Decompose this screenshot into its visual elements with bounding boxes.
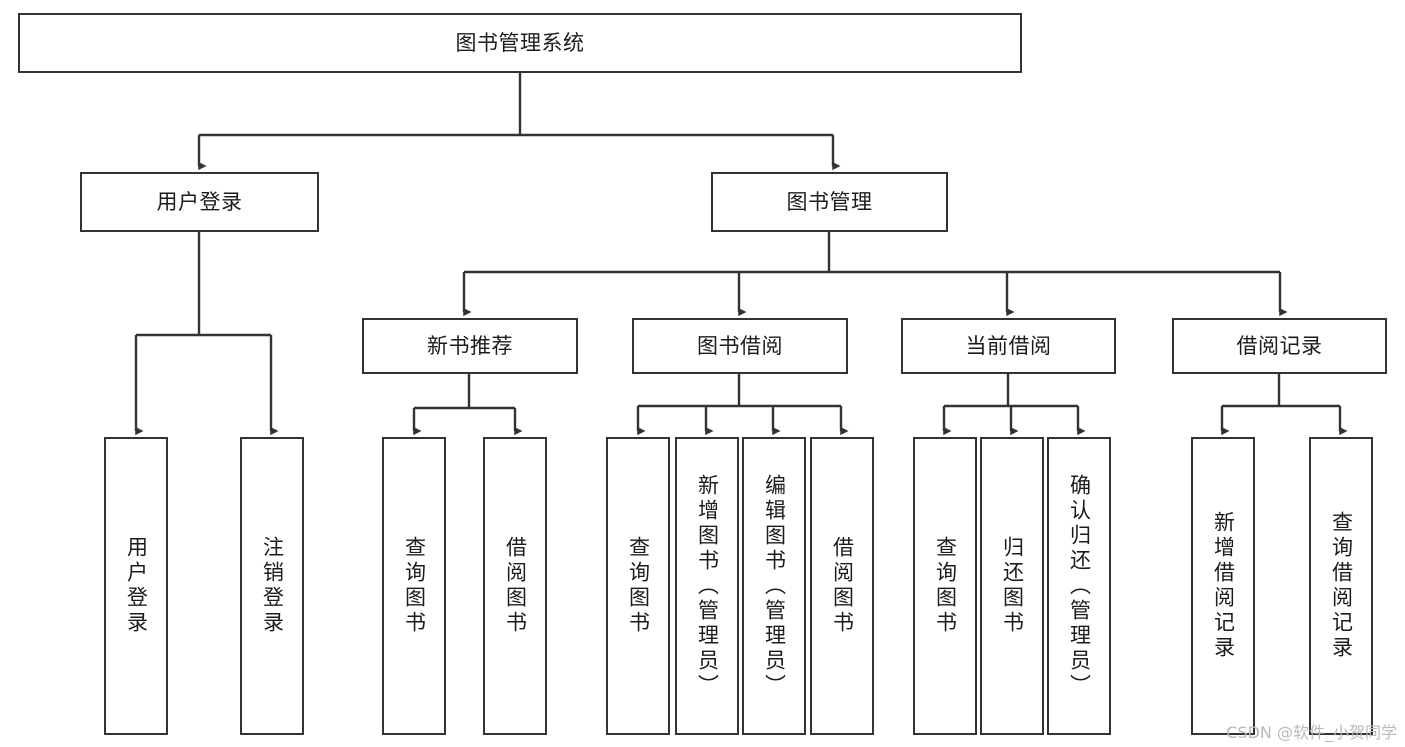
node-borrow-record[interactable]: 借阅记录 [1172, 318, 1387, 374]
node-label: 注销登录 [260, 536, 285, 636]
node-label: 用户登录 [156, 189, 243, 214]
node-label: 当前借阅 [965, 333, 1052, 358]
node-current-borrow[interactable]: 当前借阅 [901, 318, 1116, 374]
node-label: 查询图书 [933, 536, 958, 636]
node-label: 新增借阅记录 [1211, 511, 1236, 661]
node-label: 新增图书（管理员） [695, 473, 720, 699]
leaf-add-book[interactable]: 新增图书（管理员） [675, 437, 739, 735]
node-label: 借阅图书 [503, 536, 528, 636]
node-new-book-rec[interactable]: 新书推荐 [362, 318, 578, 374]
node-book-manage[interactable]: 图书管理 [711, 172, 948, 232]
node-label: 确认归还（管理员） [1067, 473, 1092, 699]
node-label: 图书管理系统 [455, 30, 585, 55]
leaf-borrow-book-2[interactable]: 借阅图书 [810, 437, 874, 735]
leaf-query-record[interactable]: 查询借阅记录 [1309, 437, 1373, 735]
leaf-query-book-2[interactable]: 查询图书 [606, 437, 670, 735]
node-label: 查询借阅记录 [1329, 511, 1354, 661]
leaf-logout-login[interactable]: 注销登录 [240, 437, 304, 735]
node-label: 归还图书 [1000, 536, 1025, 636]
leaf-borrow-book-1[interactable]: 借阅图书 [483, 437, 547, 735]
node-label: 查询图书 [626, 536, 651, 636]
leaf-edit-book[interactable]: 编辑图书（管理员） [742, 437, 806, 735]
watermark-text: CSDN @软件_小贺同学 [1226, 723, 1397, 742]
node-label: 新书推荐 [427, 333, 513, 358]
node-label: 借阅记录 [1236, 333, 1323, 358]
leaf-return-book[interactable]: 归还图书 [980, 437, 1044, 735]
leaf-confirm-return[interactable]: 确认归还（管理员） [1047, 437, 1111, 735]
node-label: 借阅图书 [830, 536, 855, 636]
node-label: 图书借阅 [697, 333, 783, 358]
node-root-system[interactable]: 图书管理系统 [18, 13, 1022, 73]
node-label: 编辑图书（管理员） [762, 473, 787, 699]
leaf-add-record[interactable]: 新增借阅记录 [1191, 437, 1255, 735]
node-user-login[interactable]: 用户登录 [80, 172, 319, 232]
node-label: 图书管理 [786, 189, 873, 214]
leaf-user-login[interactable]: 用户登录 [104, 437, 168, 735]
leaf-query-book-1[interactable]: 查询图书 [382, 437, 446, 735]
node-label: 查询图书 [402, 536, 427, 636]
node-book-borrow[interactable]: 图书借阅 [632, 318, 848, 374]
node-label: 用户登录 [124, 536, 149, 636]
leaf-query-book-3[interactable]: 查询图书 [913, 437, 977, 735]
